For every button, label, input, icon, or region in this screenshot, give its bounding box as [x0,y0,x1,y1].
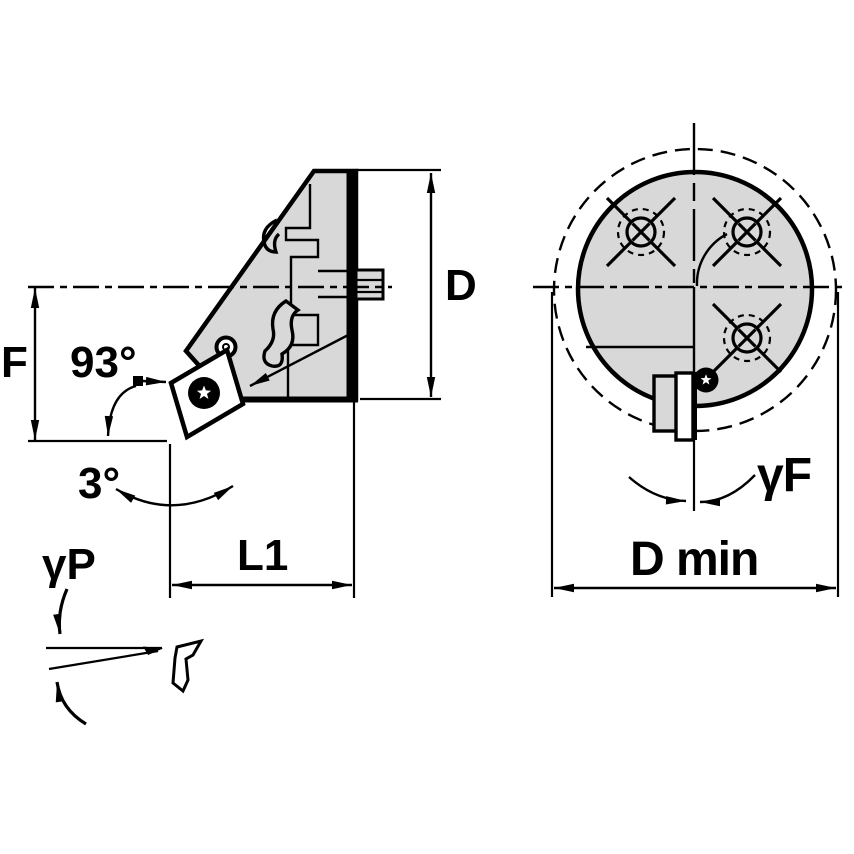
label-D: D [445,261,477,310]
rake-arrow-bottom [55,681,87,726]
insert-screw-front-torx [700,374,712,385]
screw-cross-icon [737,328,757,348]
rake-wedge-tip [143,646,163,655]
clamp-screw-bottom-right [711,302,783,374]
label-L1: L1 [237,531,288,580]
pocket-shim [652,374,679,433]
label-3deg: 3° [78,459,120,508]
front-view: γF D min [533,123,843,597]
insert-tip-profile [171,638,205,694]
angle-vertex-square [133,376,143,386]
axial-rake-detail: γP [42,540,205,726]
clamp-screw-top-left [605,196,677,268]
label-F: F [1,338,28,387]
screw-cross-icon [737,222,757,242]
rake-arrow-top [53,588,69,635]
label-93deg: 93° [70,338,137,387]
cam-pocket-arc [695,232,728,287]
insert-pocket [652,287,719,511]
dimension-L1: L1 [168,402,356,598]
side-view: F 93° 3° L1 D [1,168,477,598]
label-Dmin: D min [630,533,758,586]
annotation-back-angle: 3° [78,459,234,508]
locking-stud [354,268,385,301]
rake-edge-line [48,649,159,671]
back-angle-arc [115,484,234,507]
label-gammaP: γP [42,540,96,589]
label-gammaF: γF [757,449,811,502]
annotation-radial-rake: γF [628,449,812,507]
screw-cross-icon [631,222,651,242]
radial-rake-arc-left [628,476,687,505]
clamp-finger [262,298,301,368]
insert-front-face [674,371,695,442]
clamp-screw-top-right [711,196,783,268]
clamp-castellation-lines [284,184,320,397]
pocket-seat-line [249,330,355,388]
radial-rake-arc-right [699,474,756,507]
dimension-D: D [356,168,477,401]
lead-angle-arrow [142,376,167,386]
break-squiggle [261,218,281,254]
insert-screw-torx [196,385,212,399]
dimension-Dmin: D min [550,292,840,597]
dimension-F: F [1,288,167,443]
lead-angle-arc [104,384,137,437]
annotation-lead-angle: 93° [70,338,167,437]
